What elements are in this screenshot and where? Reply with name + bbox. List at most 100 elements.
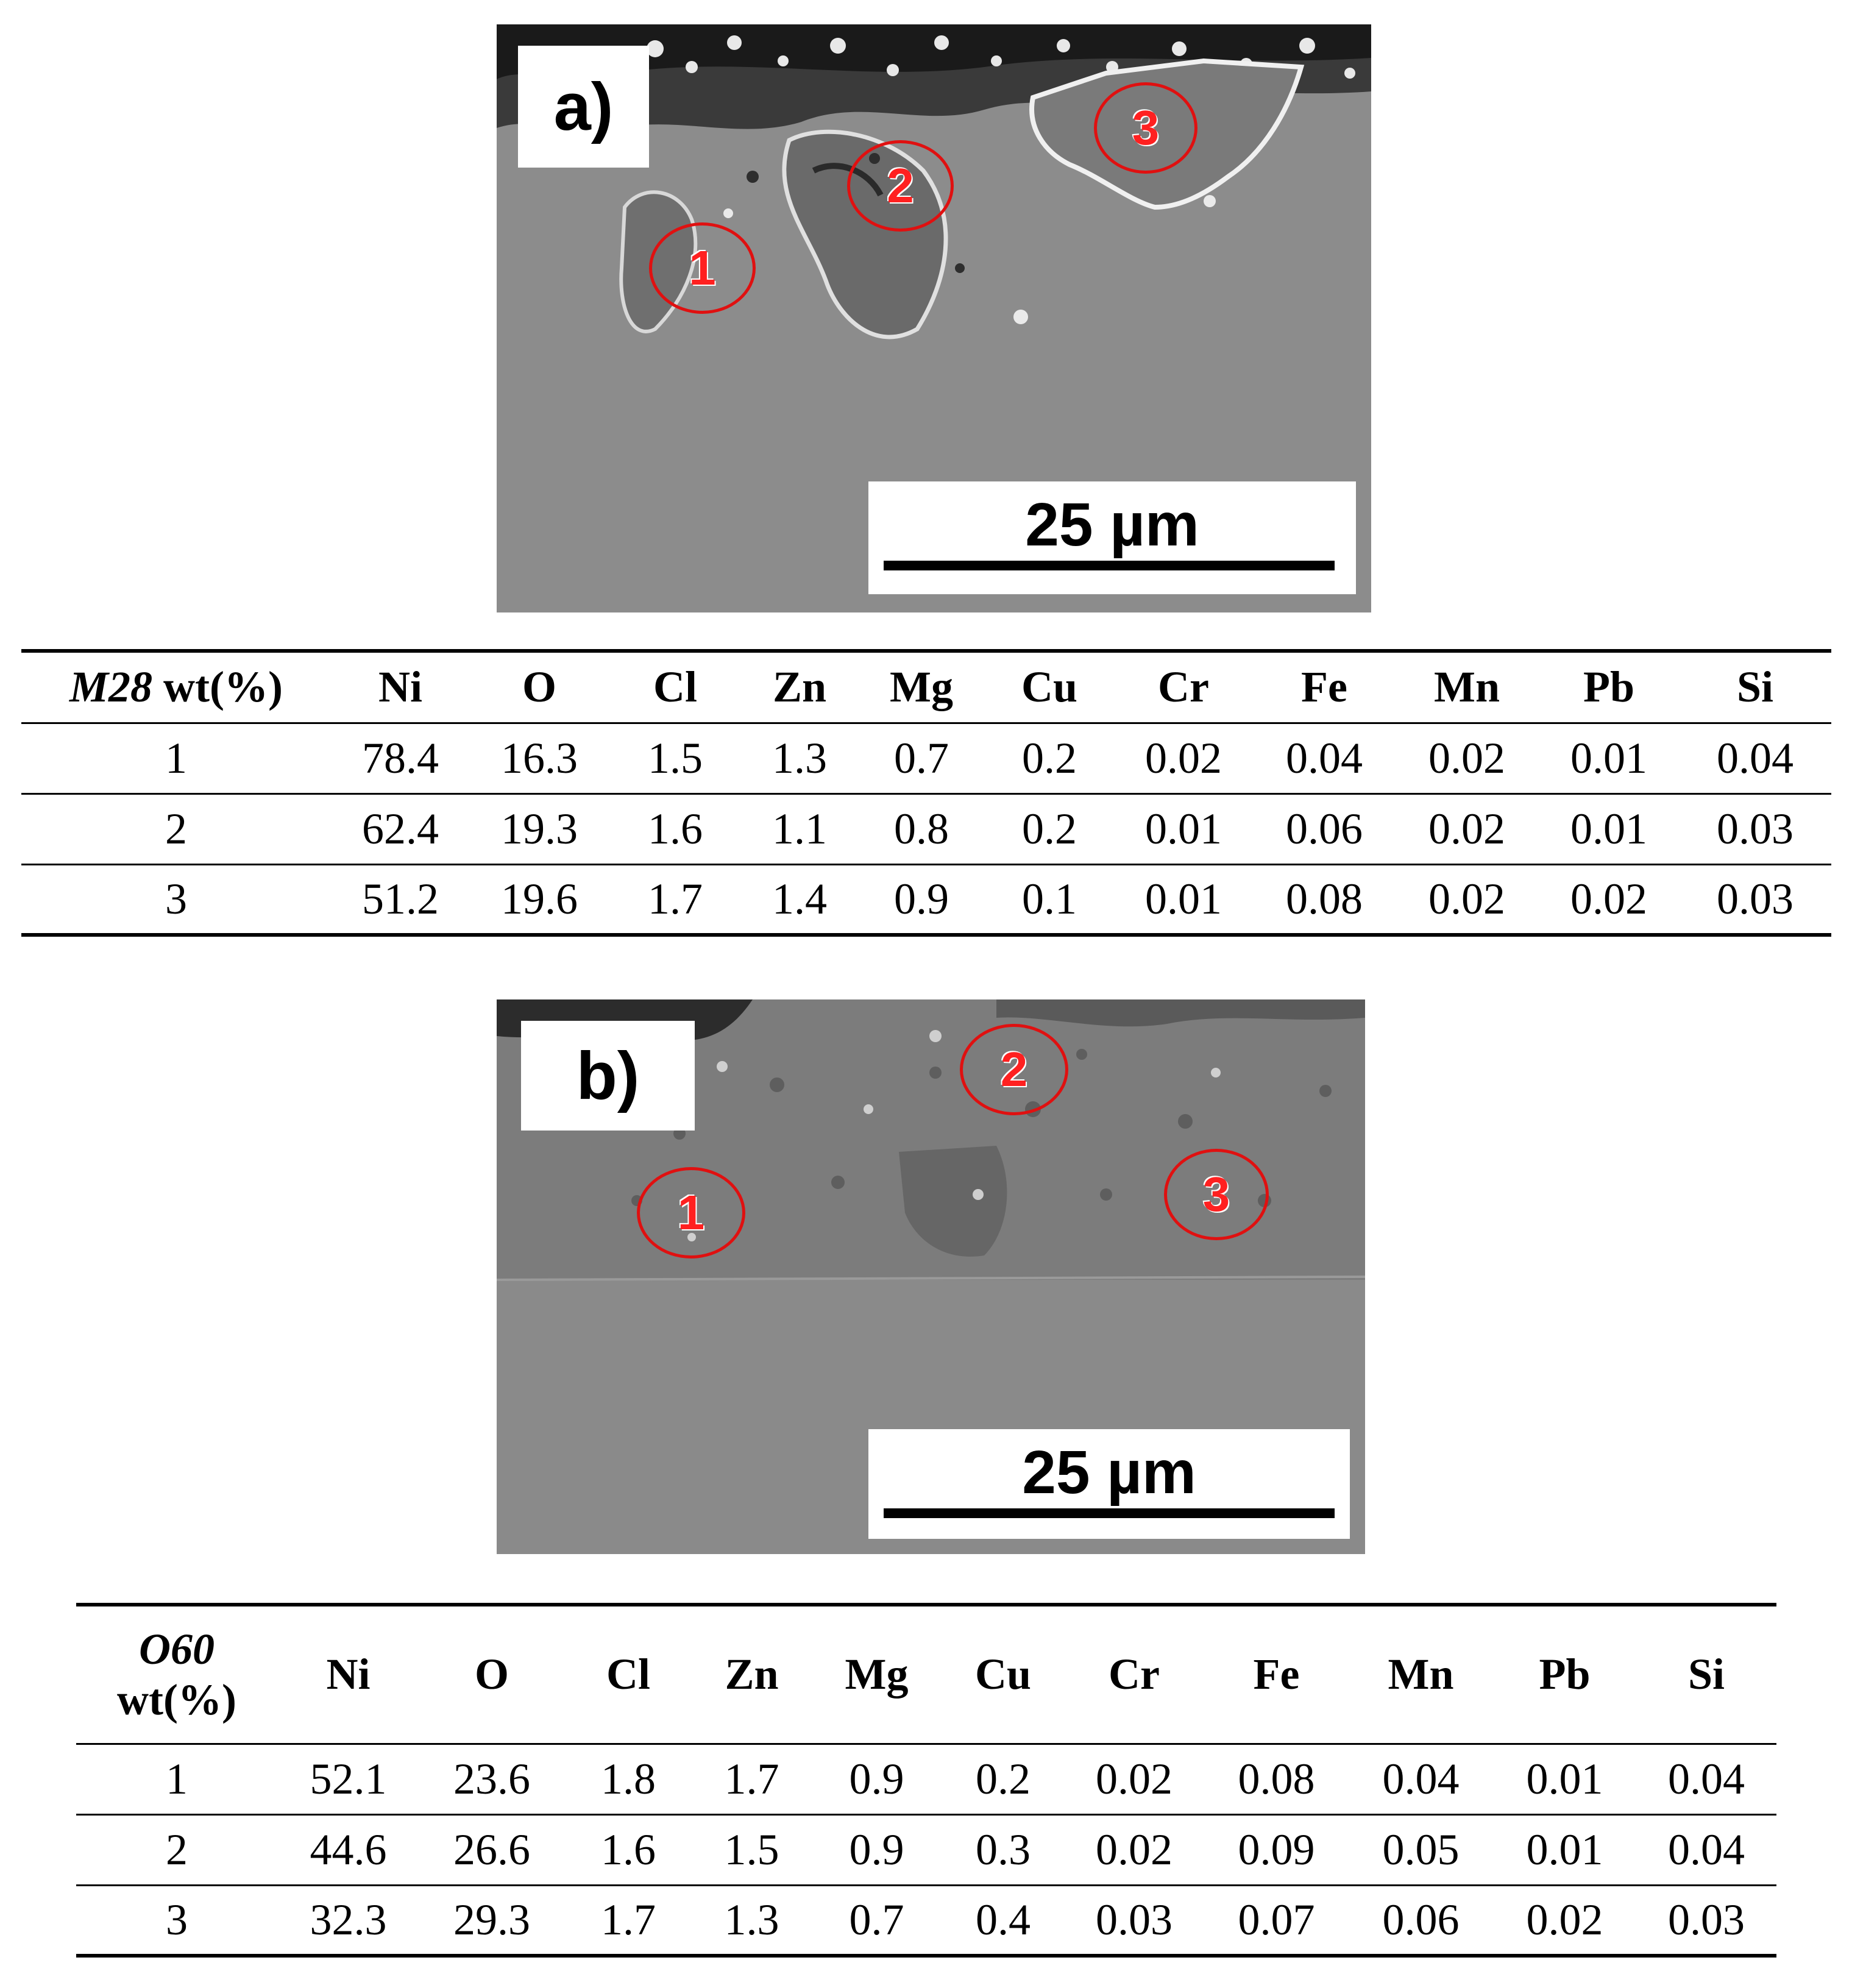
table-cell: 1.4 — [772, 874, 827, 923]
column-header: Mg — [845, 1650, 909, 1699]
table-header-row: M28 wt(%) Ni O Cl Zn Mg Cu Cr Fe Mn Pb S… — [21, 651, 1831, 723]
table-row: 1 52.1 23.6 1.8 1.7 0.9 0.2 0.02 0.08 0.… — [76, 1744, 1776, 1814]
table-cell: 0.3 — [976, 1825, 1031, 1874]
table-cell: 1.7 — [601, 1895, 656, 1944]
micrograph-a: a) 1 2 3 25 µm — [497, 24, 1371, 612]
table-cell: 51.2 — [362, 874, 439, 923]
table-cell: 1.5 — [648, 733, 703, 783]
table-row: 2 62.4 19.3 1.6 1.1 0.8 0.2 0.01 0.06 0.… — [21, 793, 1831, 864]
scale-bar-b: 25 µm — [868, 1429, 1350, 1539]
table-cell: 52.1 — [310, 1754, 387, 1803]
analysis-spot-2: 2 — [960, 1024, 1068, 1115]
table-cell: 0.05 — [1382, 1825, 1460, 1874]
table-cell: 0.9 — [849, 1825, 904, 1874]
column-header: Zn — [725, 1650, 779, 1699]
table-cell: 0.02 — [1428, 874, 1505, 923]
table-row: 2 44.6 26.6 1.6 1.5 0.9 0.3 0.02 0.09 0.… — [76, 1814, 1776, 1885]
column-header: Pb — [1539, 1650, 1591, 1699]
row-id: 3 — [166, 1895, 188, 1944]
table-row: 3 32.3 29.3 1.7 1.3 0.7 0.4 0.03 0.07 0.… — [76, 1885, 1776, 1956]
table-cell: 1.3 — [772, 733, 827, 783]
table-cell: 0.01 — [1145, 804, 1222, 853]
table-cell: 62.4 — [362, 804, 439, 853]
table-cell: 1.8 — [601, 1754, 656, 1803]
table-cell: 0.03 — [1717, 874, 1793, 923]
table-cell: 0.03 — [1668, 1895, 1745, 1944]
table-cell: 0.02 — [1096, 1754, 1173, 1803]
table-cell: 0.08 — [1238, 1754, 1315, 1803]
column-header: Si — [1736, 662, 1774, 712]
table-cell: 29.3 — [453, 1895, 530, 1944]
scale-bar-line — [884, 1508, 1335, 1518]
table-header-row: O60 wt(%) Ni O Cl Zn Mg Cu Cr Fe Mn Pb S… — [76, 1605, 1776, 1744]
table-cell: 0.02 — [1526, 1895, 1603, 1944]
row-id: 1 — [165, 733, 187, 783]
unit-label: wt(%) — [163, 662, 283, 712]
column-header: Cl — [653, 662, 697, 712]
table-row: 1 78.4 16.3 1.5 1.3 0.7 0.2 0.02 0.04 0.… — [21, 723, 1831, 793]
column-header: Cr — [1158, 662, 1209, 712]
row-id: 2 — [166, 1825, 188, 1874]
table-cell: 1.7 — [724, 1754, 779, 1803]
scale-bar-a: 25 µm — [868, 481, 1356, 594]
column-header: Zn — [772, 662, 827, 712]
table-cell: 0.04 — [1382, 1754, 1460, 1803]
sample-name: M28 — [69, 662, 153, 712]
table-cell: 26.6 — [453, 1825, 530, 1874]
scale-bar-line — [884, 561, 1335, 570]
analysis-spot-1: 1 — [637, 1167, 745, 1258]
table-cell: 23.6 — [453, 1754, 530, 1803]
table-cell: 0.06 — [1286, 804, 1363, 853]
column-header: O — [474, 1650, 509, 1699]
table-row: 3 51.2 19.6 1.7 1.4 0.9 0.1 0.01 0.08 0.… — [21, 864, 1831, 935]
table-cell: 0.02 — [1428, 804, 1505, 853]
table-cell: 0.09 — [1238, 1825, 1315, 1874]
table-cell: 0.01 — [1570, 804, 1647, 853]
table-cell: 1.7 — [648, 874, 703, 923]
table-cell: 0.02 — [1428, 733, 1505, 783]
table-cell: 0.4 — [976, 1895, 1031, 1944]
table-cell: 1.6 — [601, 1825, 656, 1874]
column-header: Cu — [1021, 662, 1078, 712]
column-header: Cu — [974, 1650, 1032, 1699]
table-cell: 0.02 — [1096, 1825, 1173, 1874]
table-cell: 0.01 — [1570, 733, 1647, 783]
micrograph-b: b) 1 2 3 25 µm — [497, 999, 1365, 1554]
table-cell: 16.3 — [501, 733, 578, 783]
table-cell: 0.8 — [894, 804, 949, 853]
table-cell: 0.03 — [1096, 1895, 1173, 1944]
table-cell: 0.9 — [849, 1754, 904, 1803]
column-header: Si — [1687, 1650, 1725, 1699]
table-cell: 0.7 — [894, 733, 949, 783]
analysis-spot-1: 1 — [649, 222, 756, 314]
scale-bar-label: 25 µm — [1022, 1438, 1196, 1507]
analysis-spot-2: 2 — [847, 140, 954, 232]
row-id: 2 — [165, 804, 187, 853]
sample-name: O60 — [139, 1624, 215, 1674]
unit-label: wt(%) — [117, 1675, 236, 1724]
table-cell: 0.03 — [1717, 804, 1793, 853]
table-cell: 0.01 — [1145, 874, 1222, 923]
analysis-spot-3: 3 — [1164, 1149, 1269, 1240]
table-cell: 1.3 — [724, 1895, 779, 1944]
table-cell: 0.02 — [1145, 733, 1222, 783]
column-header: Ni — [378, 662, 422, 712]
column-header: Mg — [890, 662, 953, 712]
column-header: Cr — [1109, 1650, 1160, 1699]
table-cell: 0.07 — [1238, 1895, 1315, 1944]
table-cell: 0.08 — [1286, 874, 1363, 923]
table-cell: 0.04 — [1717, 733, 1793, 783]
column-header: Pb — [1583, 662, 1635, 712]
scale-bar-label: 25 µm — [1025, 491, 1199, 559]
table-cell: 0.04 — [1286, 733, 1363, 783]
table-cell: 1.6 — [648, 804, 703, 853]
table-cell: 0.2 — [976, 1754, 1031, 1803]
table-cell: 0.7 — [849, 1895, 904, 1944]
composition-table-m28: M28 wt(%) Ni O Cl Zn Mg Cu Cr Fe Mn Pb S… — [21, 649, 1831, 937]
table-cell: 0.04 — [1668, 1825, 1745, 1874]
table-cell: 19.6 — [501, 874, 578, 923]
analysis-spot-3: 3 — [1094, 82, 1197, 174]
table-cell: 78.4 — [362, 733, 439, 783]
header-sample-cell: O60 wt(%) — [76, 1605, 277, 1744]
panel-label-a: a) — [518, 46, 649, 168]
